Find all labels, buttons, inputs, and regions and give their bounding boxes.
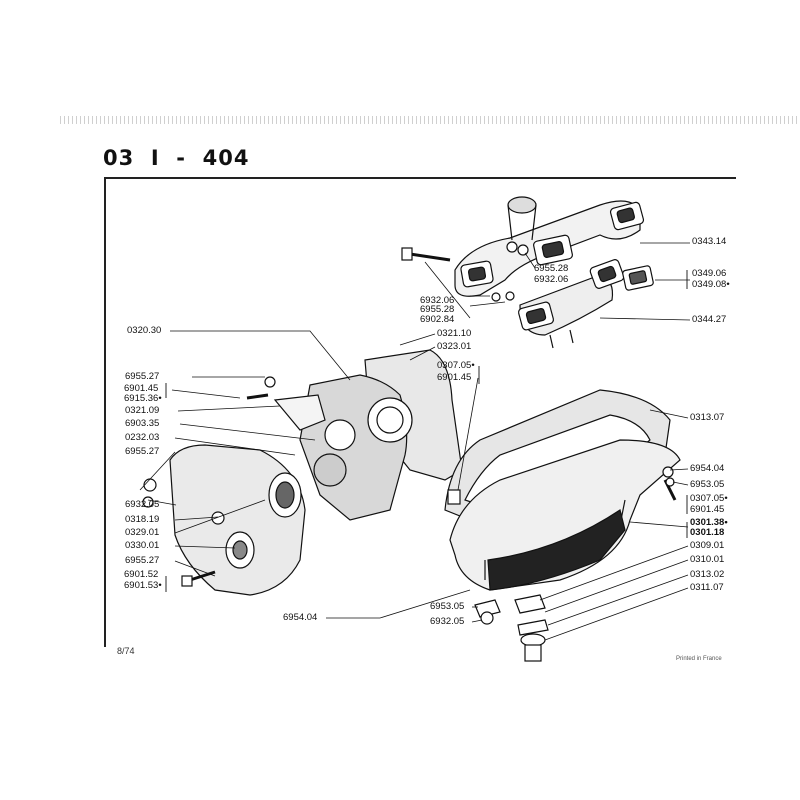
manifold-illustration [454,196,654,349]
drain-plug-parts [474,594,549,662]
part-label: 0313.07 [690,412,725,423]
part-label: 6955.27 [125,446,160,457]
oil-pan [444,389,681,591]
part-label: 6932.05 [125,499,160,510]
part-label: 6915.36• [124,393,162,404]
part-label: 0349.06 [692,268,727,279]
manifold-bolt [401,241,529,302]
part-label: 0320.30 [127,325,162,336]
part-label: 6954.04 [690,463,725,474]
part-label: 0321.10 [437,328,472,339]
part-label: 6953.05 [430,601,465,612]
scanned-page-edge [60,116,800,124]
part-label: 0309.01 [690,540,725,551]
timing-cover [142,444,347,596]
part-label: 6955.27 [125,371,160,382]
part-label: 0329.01 [125,527,160,538]
part-label: 6932.06 [534,274,569,285]
part-label: 0307.05• [437,360,475,371]
part-label: 0343.14 [692,236,727,247]
part-label: 0301.38• [690,517,728,528]
printed-note: Printed in France [676,656,722,662]
part-label: 6902.84 [420,314,455,325]
part-label: 6903.35 [125,418,160,429]
part-label: 6932.05 [430,616,465,627]
frame-left-rule [104,177,106,647]
part-label: 0301.18 [690,527,725,538]
part-label: 6901.45 [437,372,472,383]
page-title: 03 I - 404 [103,146,250,170]
part-label: 0313.02 [690,569,725,580]
brackets [165,270,688,592]
part-label: 6901.45 [124,383,159,394]
part-label: 0311.07 [690,582,724,593]
part-label: 0307.05• [690,493,728,504]
part-label: 6955.27 [125,555,160,566]
part-label: 0310.01 [690,554,725,565]
part-label: 6953.05 [690,479,725,490]
part-label: 0344.27 [692,314,727,325]
part-label: 0318.19 [125,514,160,525]
page-number: 8/74 [117,646,135,656]
part-label: 0232.03 [125,432,160,443]
part-label: 6901.52 [124,569,159,580]
part-label: 6954.04 [283,612,318,623]
part-label: 6901.45 [690,504,725,515]
part-label: 6955.28 [420,304,455,315]
part-label: 6955.28 [534,263,569,274]
part-label: 0349.08• [692,279,730,290]
part-label: 0330.01 [125,540,160,551]
frame-top-rule [104,177,736,179]
part-label: 6901.53• [124,580,162,591]
leader-lines [139,242,691,641]
part-label: 0323.01 [437,341,472,352]
part-label: 0321.09 [125,405,160,416]
part-label: 6932.06 [420,295,455,306]
